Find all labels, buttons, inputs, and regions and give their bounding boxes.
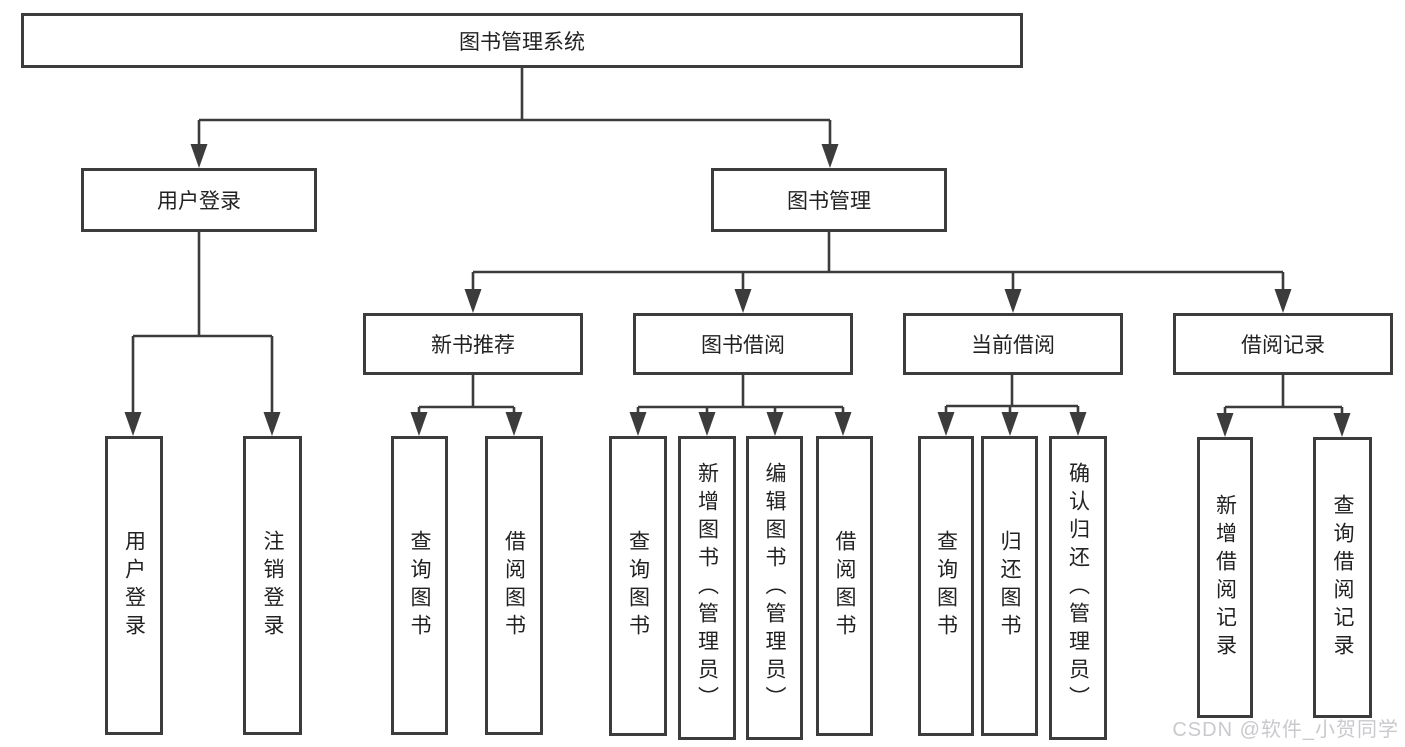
node-label: 查询图书 <box>408 529 432 642</box>
arrow-head-icon <box>629 412 647 436</box>
node-label: 新增借阅记录 <box>1213 493 1237 662</box>
node-label: 新书推荐 <box>431 334 515 357</box>
arrow-head-icon <box>505 412 523 436</box>
diagram-node-return-books: 归还图书 <box>981 436 1038 736</box>
arrow-head-icon <box>1001 412 1019 436</box>
node-label: 借阅记录 <box>1241 334 1325 357</box>
arrow-head-icon <box>734 289 752 313</box>
diagram-node-current-borrowing: 当前借阅 <box>903 313 1123 375</box>
node-label: 当前借阅 <box>971 334 1055 357</box>
diagram-node-query-borrow-record: 查询借阅记录 <box>1313 437 1372 718</box>
arrow-head-icon <box>834 412 852 436</box>
diagram-node-borrow-books-1: 借阅图书 <box>485 436 543 735</box>
arrow-head-icon <box>464 289 482 313</box>
arrow-head-icon <box>698 412 716 436</box>
diagram-node-borrow-books-2: 借阅图书 <box>816 436 873 736</box>
node-label: 查询图书 <box>626 530 650 642</box>
arrow-head-icon <box>821 144 839 168</box>
arrow-head-icon <box>410 412 428 436</box>
node-label: 查询图书 <box>934 530 958 642</box>
diagram-node-add-books-admin: 新增图书（管理员） <box>678 436 736 740</box>
diagram-node-borrowing-records: 借阅记录 <box>1173 313 1393 375</box>
arrow-head-icon <box>1069 412 1087 436</box>
arrow-head-icon <box>766 412 784 436</box>
diagram-node-edit-books-admin: 编辑图书（管理员） <box>746 436 803 740</box>
arrow-head-icon <box>124 412 142 436</box>
arrow-head-icon <box>1333 413 1351 437</box>
node-label: 图书管理系统 <box>459 30 585 54</box>
node-label: 图书借阅 <box>701 334 785 357</box>
diagram-node-user-login-leaf: 用户登录 <box>105 436 163 735</box>
node-label: 借阅图书 <box>833 530 857 642</box>
arrow-head-icon <box>263 412 281 436</box>
diagram-node-user-login: 用户登录 <box>81 168 317 232</box>
diagram-node-new-book-recommend: 新书推荐 <box>363 313 583 375</box>
diagram-node-query-books-1: 查询图书 <box>391 436 448 735</box>
diagram-node-query-books-2: 查询图书 <box>609 436 667 736</box>
diagram-node-confirm-return-admin: 确认归还（管理员） <box>1049 436 1107 740</box>
node-label: 查询借阅记录 <box>1331 493 1355 662</box>
node-label: 注销登录 <box>261 529 285 642</box>
arrow-head-icon <box>937 412 955 436</box>
node-label: 借阅图书 <box>502 529 526 642</box>
diagram-node-logout: 注销登录 <box>243 436 302 735</box>
diagram-node-query-books-3: 查询图书 <box>918 436 974 736</box>
node-label: 用户登录 <box>122 529 146 642</box>
diagram-node-book-borrowing: 图书借阅 <box>633 313 853 375</box>
node-label: 确认归还（管理员） <box>1066 462 1090 714</box>
node-label: 新增图书（管理员） <box>695 462 719 714</box>
arrow-head-icon <box>1274 289 1292 313</box>
node-label: 归还图书 <box>998 530 1022 642</box>
node-label: 编辑图书（管理员） <box>763 462 787 714</box>
diagram-node-book-management: 图书管理 <box>711 168 947 232</box>
node-label: 用户登录 <box>157 190 241 213</box>
arrow-head-icon <box>190 144 208 168</box>
node-label: 图书管理 <box>787 190 871 213</box>
diagram-node-system-root: 图书管理系统 <box>21 13 1023 68</box>
diagram-node-add-borrow-record: 新增借阅记录 <box>1197 437 1253 718</box>
arrow-head-icon <box>1216 413 1234 437</box>
arrow-head-icon <box>1004 289 1022 313</box>
